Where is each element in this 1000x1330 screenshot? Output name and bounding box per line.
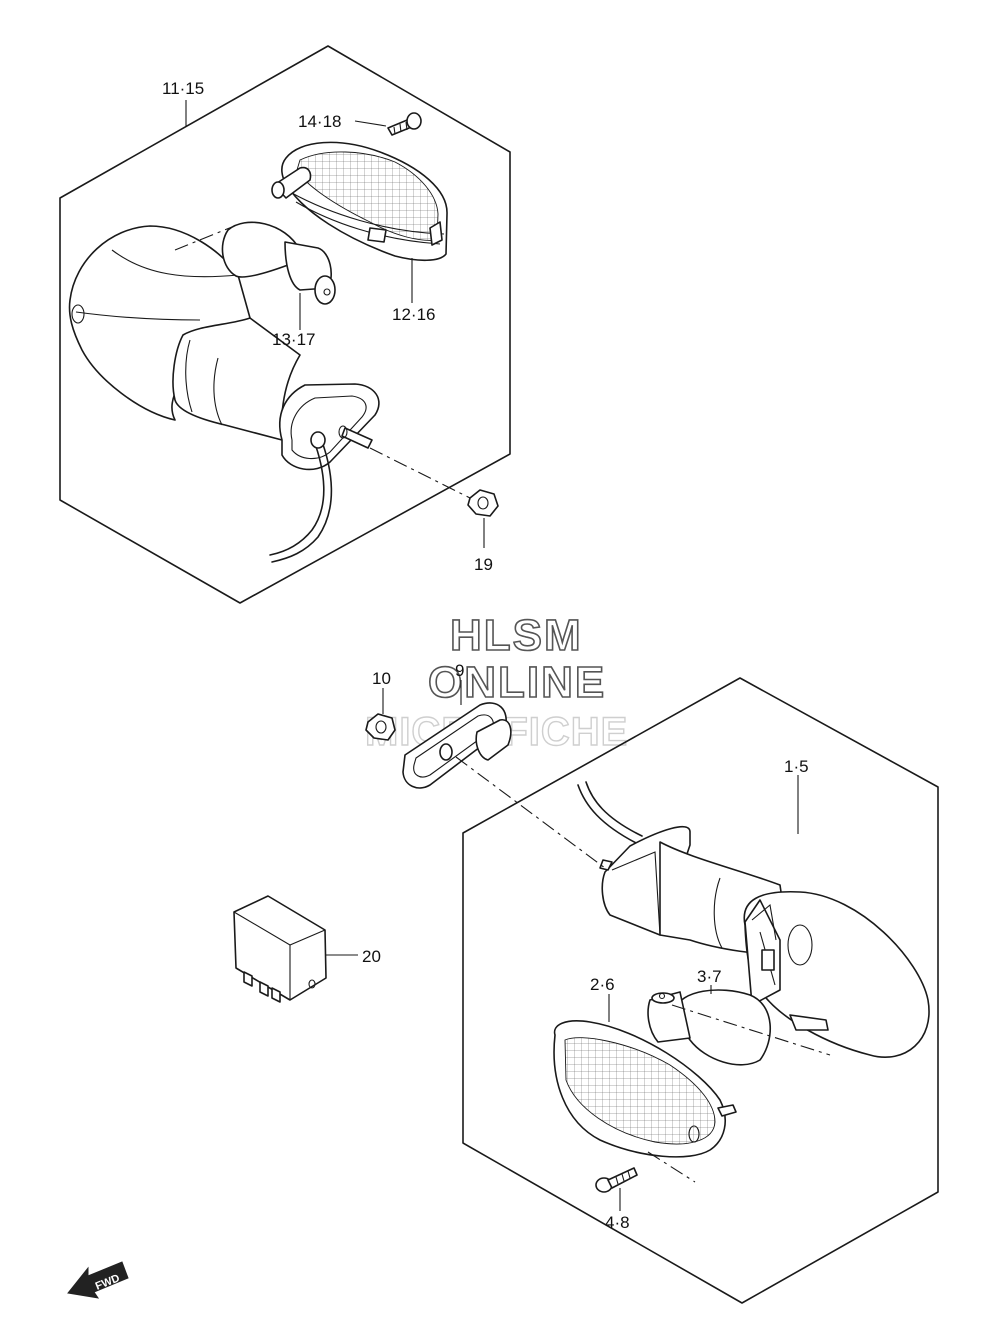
upper-assembly-box <box>59 45 511 604</box>
upper-nut <box>467 489 499 517</box>
watermark-line1: HLSM <box>450 611 583 660</box>
label-19: 19 <box>474 555 493 574</box>
label-14-18: 14·18 <box>298 112 341 131</box>
watermark-line2: ONLINE <box>428 658 606 707</box>
label-3-7: 3·7 <box>697 967 722 986</box>
label-13-17: 13·17 <box>272 330 315 349</box>
label-10: 10 <box>372 669 391 688</box>
label-20: 20 <box>362 947 381 966</box>
label-9: 9 <box>455 661 464 680</box>
upper-screw <box>387 112 422 136</box>
fwd-arrow-icon: FWD <box>67 1261 129 1299</box>
label-1-5: 1·5 <box>784 757 809 776</box>
lower-bulb <box>647 989 771 1066</box>
label-11-15: 11·15 <box>162 79 204 98</box>
label-2-6: 2·6 <box>590 975 615 994</box>
lower-turn-signal-housing <box>577 781 930 1058</box>
lower-nut <box>365 713 396 741</box>
upper-lens <box>271 141 448 262</box>
upper-turn-signal-housing <box>68 225 380 563</box>
lower-gasket <box>402 702 512 789</box>
lower-screw <box>595 1167 638 1193</box>
upper-bulb <box>221 221 336 305</box>
lower-assembly-box <box>462 677 939 1304</box>
lower-lens <box>553 1020 737 1158</box>
relay <box>233 895 327 1003</box>
label-12-16: 12·16 <box>392 305 435 324</box>
label-4-8: 4·8 <box>605 1213 630 1232</box>
